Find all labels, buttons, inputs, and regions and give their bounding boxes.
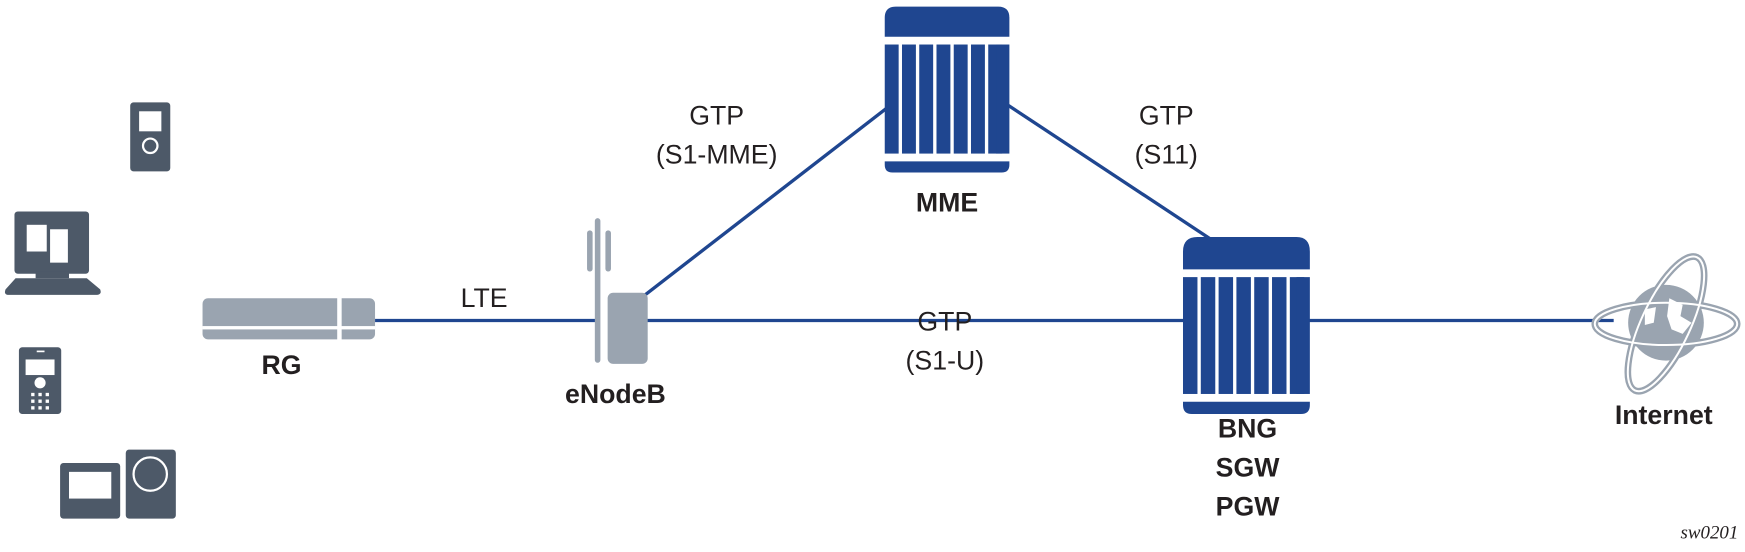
rg-icon [202,296,376,342]
s1u-protocol-label: GTP [917,307,972,337]
s11-protocol-label: GTP [1139,101,1194,131]
desktop-computer-icon [4,211,101,295]
tv-speaker-icon [60,449,176,519]
pgw-label: PGW [1216,491,1281,521]
bng-label: BNG [1218,413,1277,443]
music-player-icon [130,102,171,172]
internet-globe-icon [1591,253,1741,395]
s1mme-protocol-label: GTP [689,101,744,131]
mme-label: MME [916,187,978,217]
s1u-interface-label: (S1-U) [906,345,985,375]
figure-id: sw0201 [1681,523,1739,544]
enodeb-label: eNodeB [565,379,666,409]
mobile-phone-icon [18,347,62,414]
bng-server-icon [1182,237,1310,414]
sgw-label: SGW [1216,452,1281,482]
s1mme-interface-label: (S1-MME) [656,140,778,170]
internet-label: Internet [1615,400,1713,430]
link-s1mme [641,106,888,299]
lte-label: LTE [461,283,508,313]
enodeb-icon [587,218,648,364]
rg-label: RG [262,350,302,380]
mme-server-icon [884,6,1010,173]
link-s11 [1006,103,1212,241]
s11-interface-label: (S11) [1135,140,1198,170]
